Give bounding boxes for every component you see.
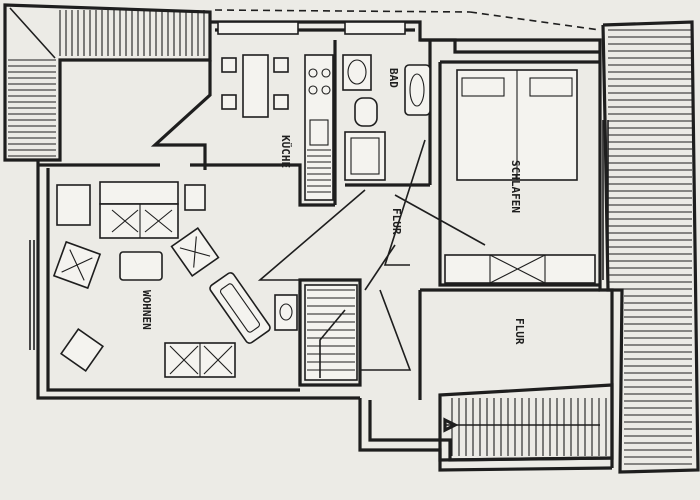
toilet: [354, 97, 378, 127]
kitchen-window: [217, 21, 299, 35]
stairs-bottom-right: [438, 383, 614, 462]
bath-window: [344, 21, 406, 35]
roof-hatch-right: [601, 20, 700, 474]
shower: [344, 131, 386, 181]
sofa-back: [99, 181, 179, 205]
bathtub: [404, 64, 431, 116]
sofa-seat: [99, 203, 179, 239]
window-right: [602, 120, 609, 280]
chair-2: [221, 94, 237, 110]
coffee-table: [119, 251, 163, 281]
window-left: [29, 240, 35, 350]
wardrobe: [444, 254, 596, 284]
side-table: [184, 184, 206, 211]
terrace-top-left: [3, 3, 212, 162]
dining-table: [242, 54, 269, 118]
label-wohnen: WOHNEN: [140, 290, 153, 330]
armchair-bottom: [59, 327, 105, 373]
bedroom-furniture: [444, 69, 609, 284]
label-flur-upper: FLUR: [390, 208, 403, 235]
label-schlafen: SCHLAFEN: [509, 160, 522, 213]
roof-edge-dashed-2: [469, 11, 601, 31]
chair-1: [221, 57, 237, 73]
bench: [209, 272, 271, 344]
label-kueche: KÜCHE: [279, 135, 293, 168]
armchair-left: [56, 184, 91, 226]
label-flur-lower: FLUR: [513, 318, 526, 345]
kitchen-counter: [304, 54, 334, 201]
label-bad: BAD: [387, 68, 400, 88]
chair-3: [273, 57, 289, 73]
chair-4: [273, 94, 289, 110]
bathroom-fixtures: [342, 21, 431, 181]
kitchen-furniture: [217, 21, 334, 201]
staircase: [304, 284, 358, 381]
roof-edge-dashed: [214, 9, 471, 13]
wc-basin: [274, 294, 298, 331]
stairs: [274, 284, 358, 381]
living-room-furniture: [29, 181, 271, 378]
